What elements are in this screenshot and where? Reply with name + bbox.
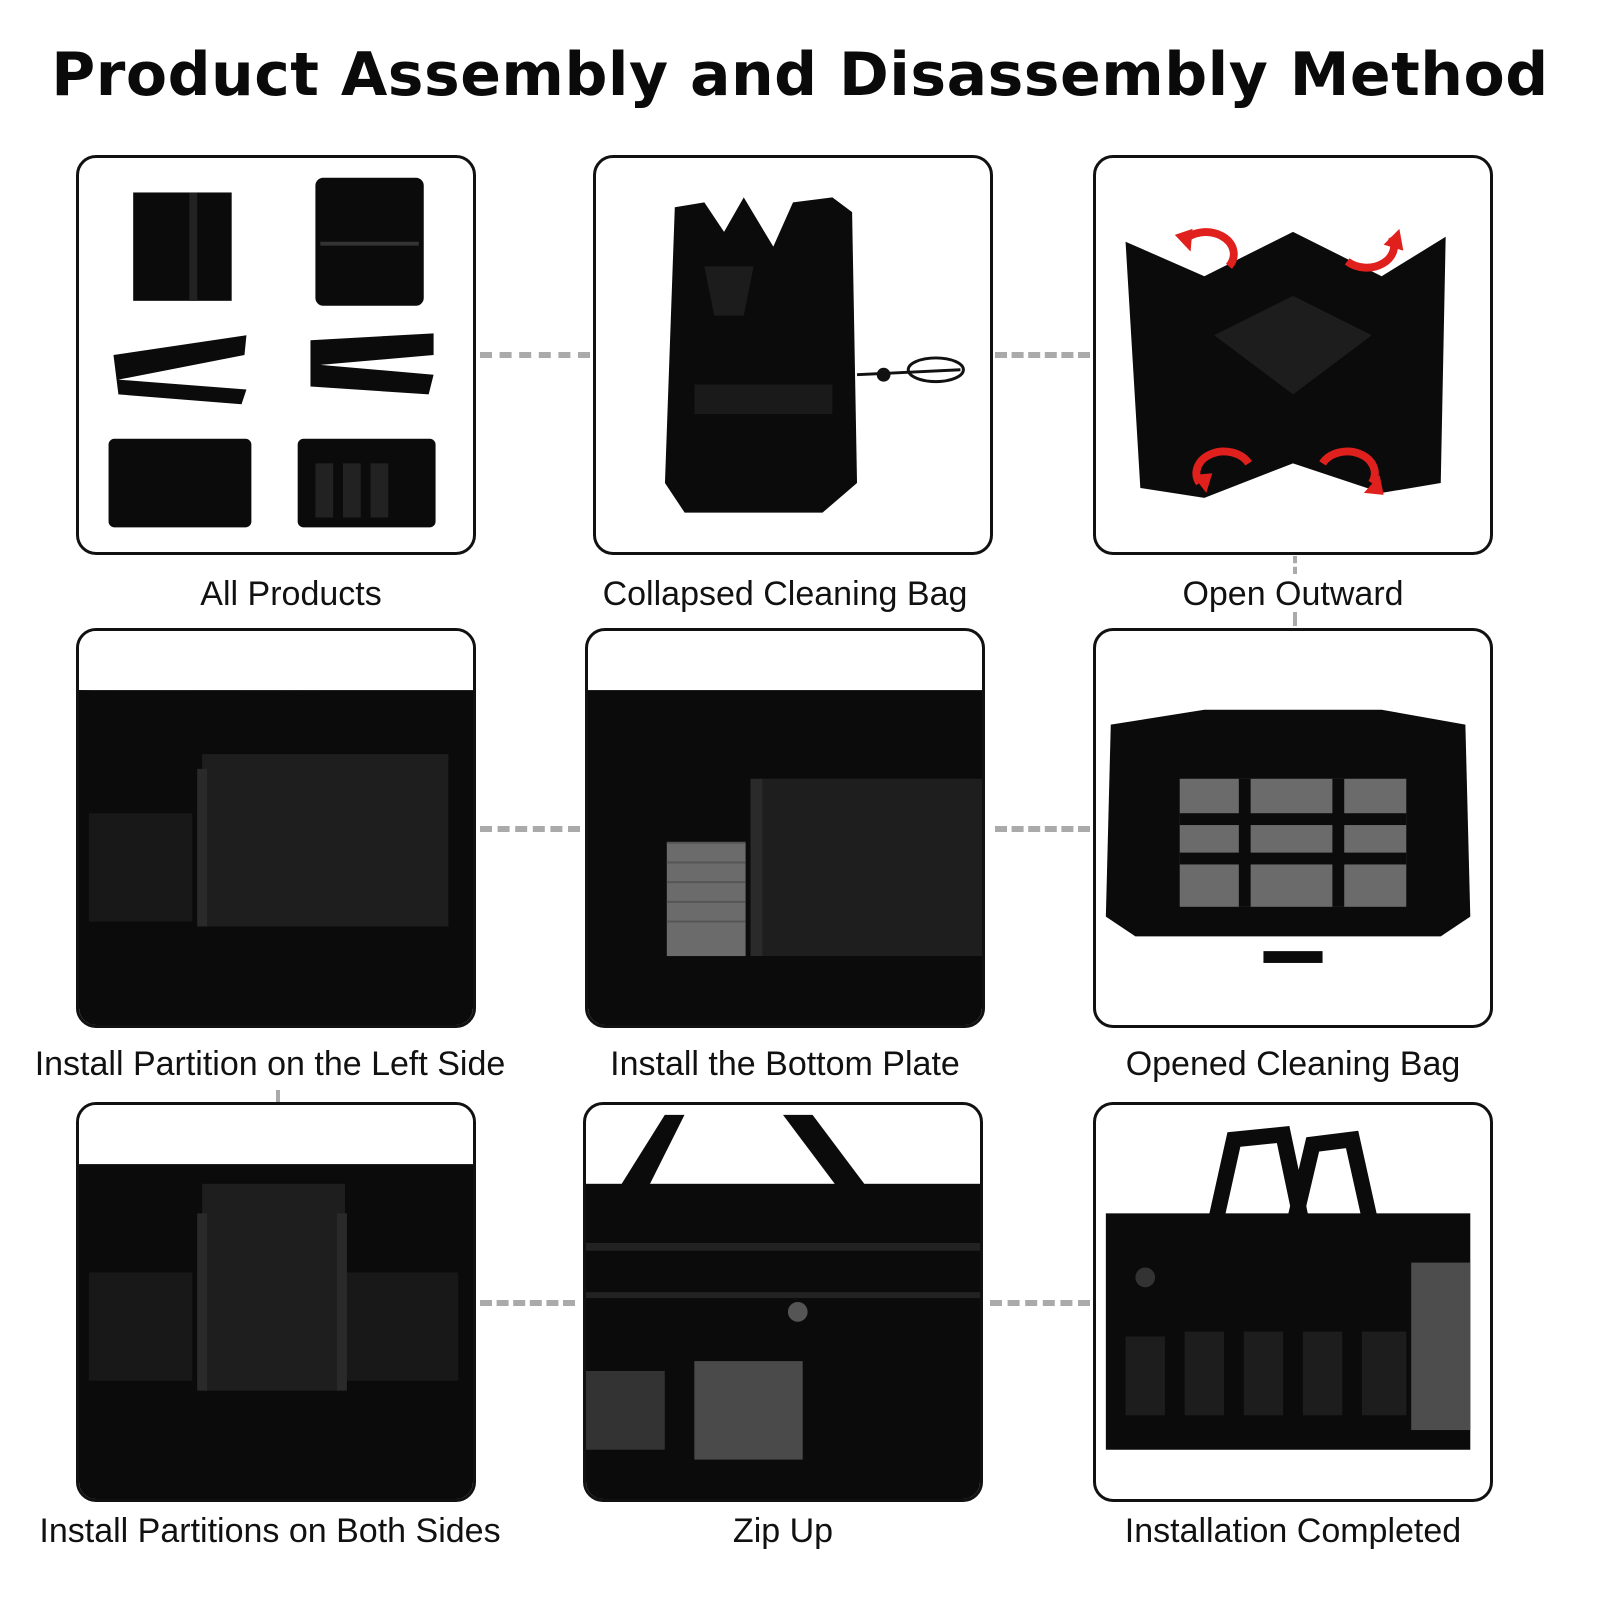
step-caption: All Products <box>200 575 382 613</box>
opened-bag-image <box>1105 709 1471 963</box>
step-caption: Install the Bottom Plate <box>610 1045 960 1083</box>
step-panel-bottom-plate <box>585 628 985 1028</box>
connector-line <box>990 1300 1090 1306</box>
step-panel-collapsed-bag <box>593 155 993 555</box>
connector-line <box>1293 612 1297 626</box>
bottom-plate-image <box>588 690 982 1025</box>
step-panel-all-products <box>76 155 476 555</box>
step-caption: Open Outward <box>1182 575 1404 613</box>
connector-line <box>995 352 1090 358</box>
completed-bag-image <box>1105 1126 1471 1450</box>
collapsed-bag-image <box>664 197 965 513</box>
page-title: Product Assembly and Disassembly Method <box>51 40 1549 110</box>
step-caption: Installation Completed <box>1124 1512 1462 1550</box>
step-panel-opened-bag <box>1093 628 1493 1028</box>
both-partitions-image <box>79 1105 473 1499</box>
connector-line <box>480 352 590 358</box>
connector-line <box>1293 556 1297 574</box>
connector-line <box>480 826 580 832</box>
left-partition-image <box>79 631 473 1025</box>
step-caption: Install Partitions on Both Sides <box>39 1512 501 1550</box>
connector-line <box>276 1090 280 1102</box>
step-panel-both-partitions <box>76 1102 476 1502</box>
step-caption: Install Partition on the Left Side <box>34 1045 506 1083</box>
product-parts-image <box>108 177 436 528</box>
zip-up-image <box>586 1114 980 1499</box>
connector-line <box>480 1300 575 1306</box>
step-caption: Opened Cleaning Bag <box>1125 1045 1461 1083</box>
step-caption: Zip Up <box>732 1512 834 1550</box>
connector-line <box>995 826 1090 832</box>
step-panel-left-partition <box>76 628 476 1028</box>
step-panel-completed <box>1093 1102 1493 1502</box>
open-outward-image <box>1125 228 1446 498</box>
step-panel-open-outward <box>1093 155 1493 555</box>
step-caption: Collapsed Cleaning Bag <box>602 575 968 613</box>
step-panel-zip-up <box>583 1102 983 1502</box>
